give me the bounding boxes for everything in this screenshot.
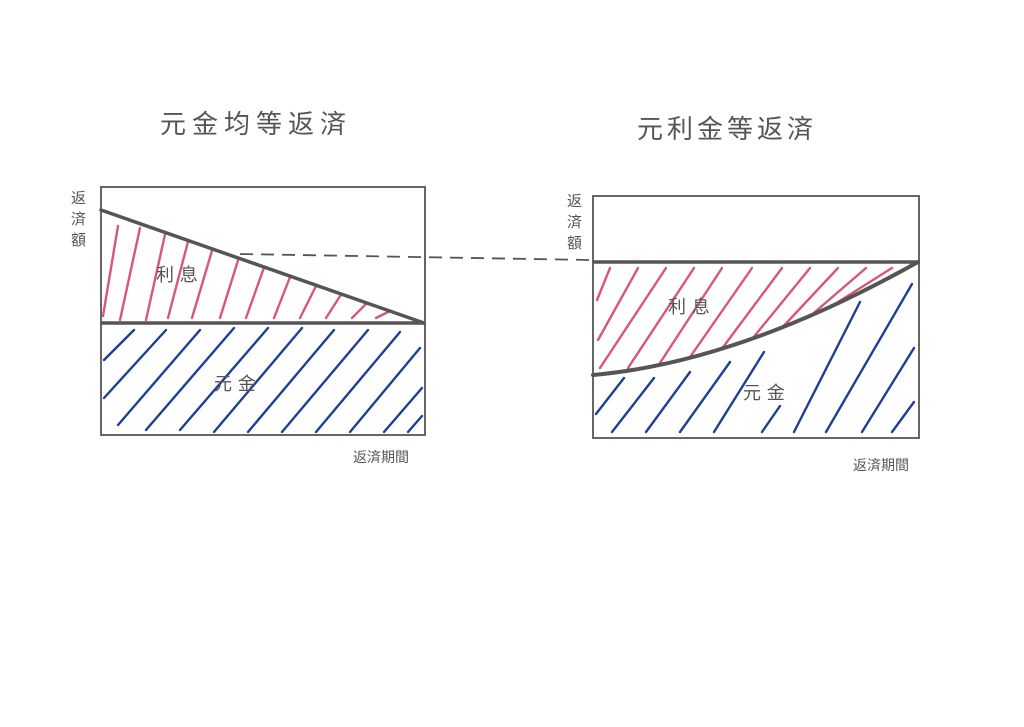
left-y-axis-label: 返 済 額 xyxy=(71,189,86,249)
right-y-label-char-2: 済 xyxy=(567,213,582,231)
right-title: 元利金等返済 xyxy=(637,115,817,145)
left-interest-boundary-line xyxy=(99,208,426,325)
left-principal-label: 元 金 xyxy=(214,374,256,395)
left-principal-hatch xyxy=(102,326,424,434)
right-diagram: 元利金等返済 返 済 額 xyxy=(567,115,920,474)
comparison-dashed-line xyxy=(239,253,591,261)
left-title: 元金均等返済 xyxy=(160,110,352,140)
right-interest-hatch xyxy=(595,266,894,370)
right-principal-curve xyxy=(591,260,920,377)
right-interest-label: 利 息 xyxy=(668,297,710,318)
left-x-axis-label: 返済期間 xyxy=(353,450,409,466)
right-y-axis-label: 返 済 額 xyxy=(567,192,582,252)
left-y-label-char-1: 返 xyxy=(71,189,86,207)
left-y-label-char-3: 額 xyxy=(71,231,86,249)
right-principal-label: 元 金 xyxy=(743,383,785,404)
right-x-axis-label: 返済期間 xyxy=(853,458,909,474)
left-frame xyxy=(100,186,426,436)
right-principal-hatch xyxy=(594,282,916,434)
left-y-label-char-2: 済 xyxy=(71,210,86,228)
right-y-label-char-3: 額 xyxy=(567,234,582,252)
left-interest-label: 利 息 xyxy=(156,265,198,286)
left-interest-hatch xyxy=(101,224,394,322)
right-y-label-char-1: 返 xyxy=(567,192,582,210)
left-diagram: 元金均等返済 返 済 額 xyxy=(71,110,426,466)
right-frame xyxy=(592,195,920,439)
